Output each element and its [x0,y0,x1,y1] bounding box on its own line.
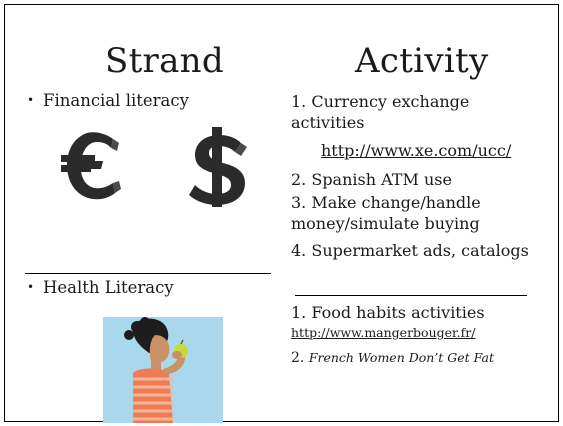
dollar-icon [189,127,247,207]
activity-item-book: 2. French Women Don’t Get Fat [291,347,494,369]
bullet-financial-literacy: • Financial literacy [27,91,189,110]
activity-item-atm: 2. Spanish ATM use [291,170,452,189]
item-number: 2. [291,350,309,366]
activity-item-make-change: 3. Make change/handle money/simulate buy… [291,193,481,233]
xe-link[interactable]: http://www.xe.com/ucc/ [321,141,512,160]
activity-item-food-habits: 1. Food habits activities [291,303,485,322]
euro-icon [61,132,121,200]
bullet-dot: • [27,280,35,294]
book-title: French Women Don’t Get Fat [308,350,494,365]
slide: Strand Activity • Financial literacy • Hea… [4,4,559,423]
bullet-label: Health Literacy [43,278,174,297]
bullet-dot: • [27,93,35,107]
right-divider [295,295,527,296]
activity-heading: Activity [355,41,489,81]
left-divider [25,273,271,274]
bullet-label: Financial literacy [43,91,189,110]
mangerbouger-link[interactable]: http://www.mangerbouger.fr/ [291,325,476,340]
woman-eating-apple-image [103,317,223,423]
bullet-health-literacy: • Health Literacy [27,278,174,297]
activity-item-supermarket: 4. Supermarket ads, catalogs [291,241,529,260]
strand-heading: Strand [105,41,224,81]
activity-item-currency-exchange: 1. Currency exchange activities [291,92,470,132]
